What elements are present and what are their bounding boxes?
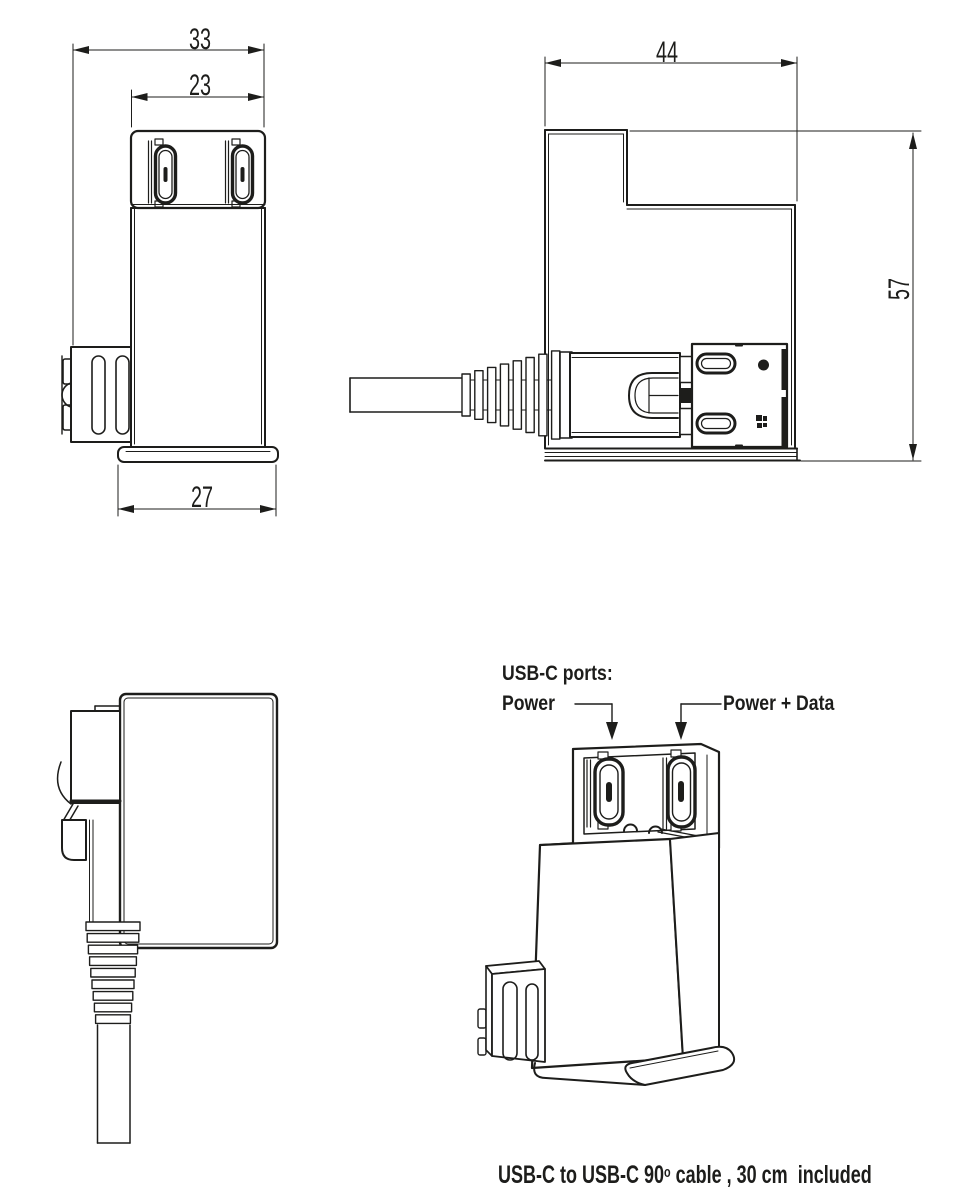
caption-text: USB-C to USB-C 90	[498, 1161, 665, 1189]
side-connector-iso-icon	[477, 960, 546, 1063]
usb-c-port-iso-right-icon	[662, 749, 697, 832]
usb-c-port-iso-left-icon	[586, 751, 625, 830]
dim-body-width-label: 23	[188, 69, 212, 102]
led-dot	[758, 359, 769, 371]
usb-c-port-front-right-icon	[224, 138, 255, 208]
dim-flange-width-label: 27	[190, 481, 214, 514]
cable-side-icon	[349, 377, 571, 413]
cable-down-icon	[96, 1024, 131, 1144]
power-port-label: Power	[502, 692, 555, 715]
side-view-drawing	[349, 56, 922, 462]
strain-relief-down-icon	[85, 921, 141, 1025]
dimension-arrowheads	[73, 46, 276, 513]
cable-down-side-view-drawing	[56, 692, 279, 1144]
power-arrow-icon	[574, 703, 618, 740]
strain-relief-icon	[461, 350, 573, 440]
dimension-arrowheads	[545, 59, 917, 460]
certification-mark	[756, 415, 767, 428]
front-view-drawing	[61, 43, 279, 517]
side-connector-profile-icon	[56, 705, 122, 923]
dim-depth-label: 44	[655, 36, 679, 69]
caption-degree-mark: o	[664, 1164, 671, 1181]
isometric-view-drawing	[477, 703, 736, 1086]
caption: USB-C to USB-C 90o cable , 30 cm include…	[498, 1158, 872, 1190]
dim-height-label: 57	[883, 277, 916, 301]
usbc-ports-title: USB-C ports:	[502, 662, 613, 685]
power-data-port-label: Power + Data	[723, 692, 835, 715]
port-panel-side-icon	[690, 342, 789, 449]
side-connector-front-icon	[61, 346, 132, 443]
power-data-arrow-icon	[675, 703, 722, 740]
dim-overall-width-label: 33	[188, 23, 212, 56]
cable-connector-icon	[569, 352, 693, 438]
caption-text-after: cable , 30 cm included	[670, 1161, 872, 1189]
usb-c-port-front-left-icon	[147, 138, 178, 208]
